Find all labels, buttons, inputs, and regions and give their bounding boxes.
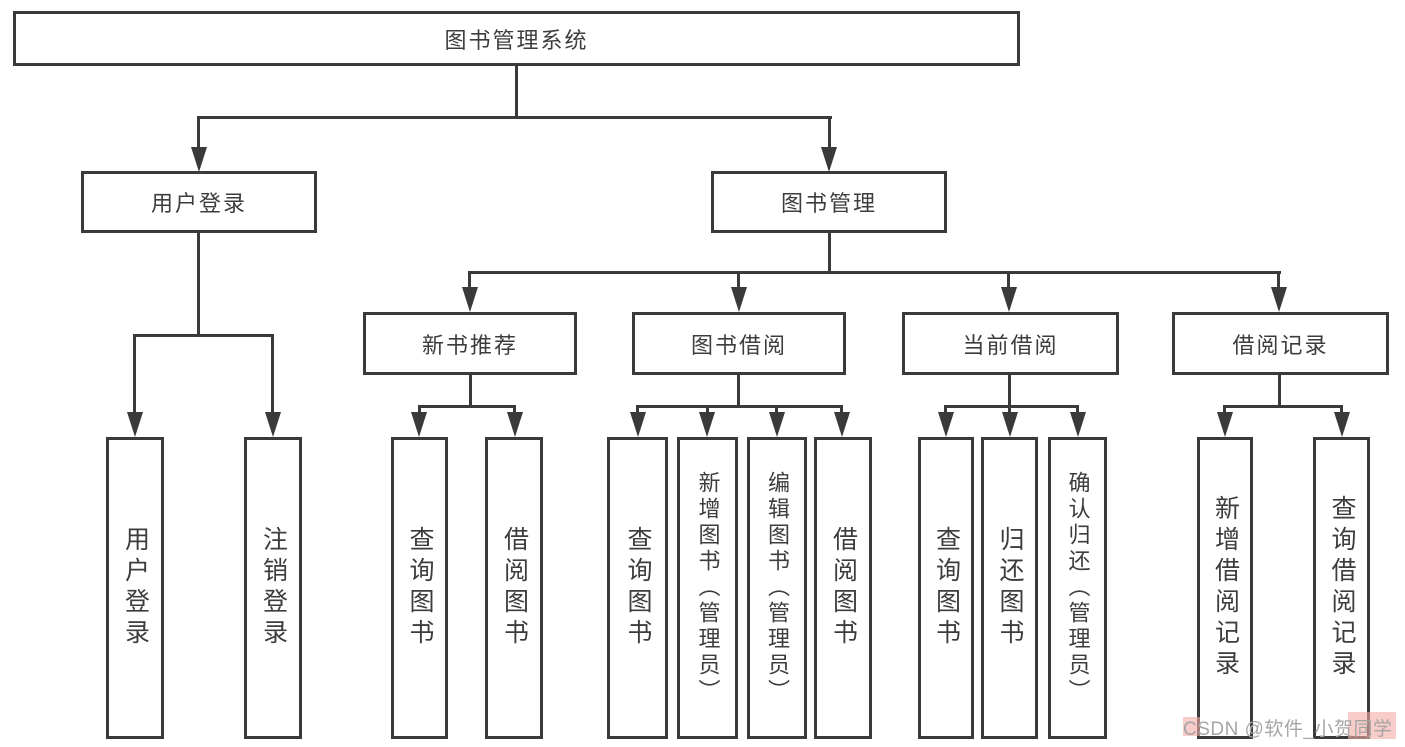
- connector-line: [513, 405, 516, 414]
- leaf-current-confirm-return-admin: 确认归还（管理员）: [1048, 437, 1107, 739]
- connector-line: [1007, 271, 1010, 288]
- watermark-highlight: [1348, 712, 1396, 739]
- node-label: 归还图书: [996, 526, 1024, 650]
- arrow-head: [1217, 412, 1233, 437]
- leaf-borrow-borrow-books: 借阅图书: [814, 437, 872, 739]
- connector-line: [1008, 405, 1011, 414]
- arrow-head: [1271, 287, 1287, 312]
- node-user-login-group: 用户登录: [81, 171, 317, 233]
- connector-line: [515, 64, 518, 117]
- leaf-borrow-query-books: 查询图书: [607, 437, 668, 739]
- leaf-newbook-query-books: 查询图书: [391, 437, 448, 739]
- connector-line: [197, 116, 200, 149]
- connector-line: [1277, 271, 1280, 288]
- node-label: 借阅图书: [500, 526, 529, 650]
- node-current-borrowing: 当前借阅: [902, 312, 1119, 375]
- connector-line: [1076, 405, 1079, 414]
- arrow-head: [507, 412, 523, 437]
- node-label: 新增图书（管理员）: [695, 471, 721, 705]
- leaf-current-return-books: 归还图书: [981, 437, 1038, 739]
- arrow-head: [731, 287, 747, 312]
- connector-line: [636, 405, 843, 408]
- node-label: 查询借阅记录: [1328, 495, 1356, 681]
- leaf-logout-login: 注销登录: [244, 437, 302, 739]
- connector-line: [271, 334, 274, 413]
- connector-line: [1223, 405, 1226, 414]
- node-label: 图书借阅: [690, 332, 787, 358]
- node-label: 确认归还（管理员）: [1065, 471, 1091, 705]
- node-label: 查询图书: [932, 526, 961, 650]
- arrow-head: [1002, 412, 1018, 437]
- connector-line: [828, 116, 831, 149]
- arrow-head: [834, 412, 850, 437]
- watermark: CSDN @软件_小贺同学: [1183, 719, 1393, 740]
- connector-line: [1223, 405, 1342, 408]
- node-label: 图书管理: [780, 191, 877, 216]
- node-new-book-recommend: 新书推荐: [363, 312, 577, 375]
- connector-line: [1008, 375, 1011, 407]
- arrow-head: [821, 147, 837, 172]
- arrow-head: [127, 412, 143, 437]
- arrow-head: [191, 147, 207, 172]
- node-label: 查询图书: [624, 526, 652, 650]
- connector-line: [197, 233, 200, 337]
- arrow-head: [630, 412, 646, 437]
- connector-line: [775, 405, 778, 414]
- connector-line: [840, 405, 843, 414]
- arrow-head: [265, 412, 281, 437]
- leaf-borrow-add-books-admin: 新增图书（管理员）: [677, 437, 738, 739]
- connector-line: [468, 271, 471, 288]
- connector-line: [706, 405, 709, 414]
- node-label: 查询图书: [406, 526, 434, 650]
- arrow-head: [411, 412, 427, 437]
- leaf-records-add-record: 新增借阅记录: [1197, 437, 1253, 739]
- arrow-head: [462, 287, 478, 312]
- leaf-newbook-borrow-books: 借阅图书: [485, 437, 543, 739]
- node-book-management: 图书管理: [711, 171, 947, 233]
- arrow-head: [938, 412, 954, 437]
- connector-line: [944, 405, 1079, 408]
- node-label: 图书管理系统: [444, 27, 589, 53]
- leaf-borrow-edit-books-admin: 编辑图书（管理员）: [747, 437, 807, 739]
- connector-line: [133, 334, 136, 413]
- connector-line: [418, 405, 516, 408]
- connector-line: [1278, 375, 1281, 407]
- node-label: 新增借阅记录: [1211, 495, 1240, 681]
- watermark-highlight: [1183, 717, 1200, 736]
- leaf-records-query-record: 查询借阅记录: [1313, 437, 1370, 739]
- arrow-head: [1070, 412, 1086, 437]
- arrow-head: [1334, 412, 1350, 437]
- connector-line: [828, 233, 831, 273]
- connector-line: [468, 271, 1281, 274]
- node-borrowing-records: 借阅记录: [1172, 312, 1389, 375]
- node-label: 编辑图书（管理员）: [765, 471, 790, 705]
- arrow-head: [699, 412, 715, 437]
- connector-line: [944, 405, 947, 414]
- node-label: 借阅记录: [1232, 332, 1329, 358]
- connector-line: [636, 405, 639, 414]
- node-label: 注销登录: [259, 526, 288, 650]
- arrow-head: [1001, 287, 1017, 312]
- arrow-head: [769, 412, 785, 437]
- node-label: 新书推荐: [421, 332, 518, 358]
- node-label: 借阅图书: [829, 526, 858, 650]
- connector-line: [1340, 405, 1343, 414]
- connector-line: [197, 116, 832, 119]
- connector-line: [418, 405, 421, 414]
- leaf-current-query-books: 查询图书: [918, 437, 974, 739]
- connector-line: [133, 334, 274, 337]
- connector-line: [469, 375, 472, 407]
- connector-line: [737, 375, 740, 407]
- node-book-borrowing: 图书借阅: [632, 312, 846, 375]
- node-label: 当前借阅: [962, 332, 1059, 358]
- node-label: 用户登录: [150, 191, 247, 216]
- connector-line: [737, 271, 740, 288]
- leaf-user-login: 用户登录: [106, 437, 164, 739]
- node-library-system: 图书管理系统: [13, 11, 1020, 66]
- node-label: 用户登录: [121, 526, 150, 650]
